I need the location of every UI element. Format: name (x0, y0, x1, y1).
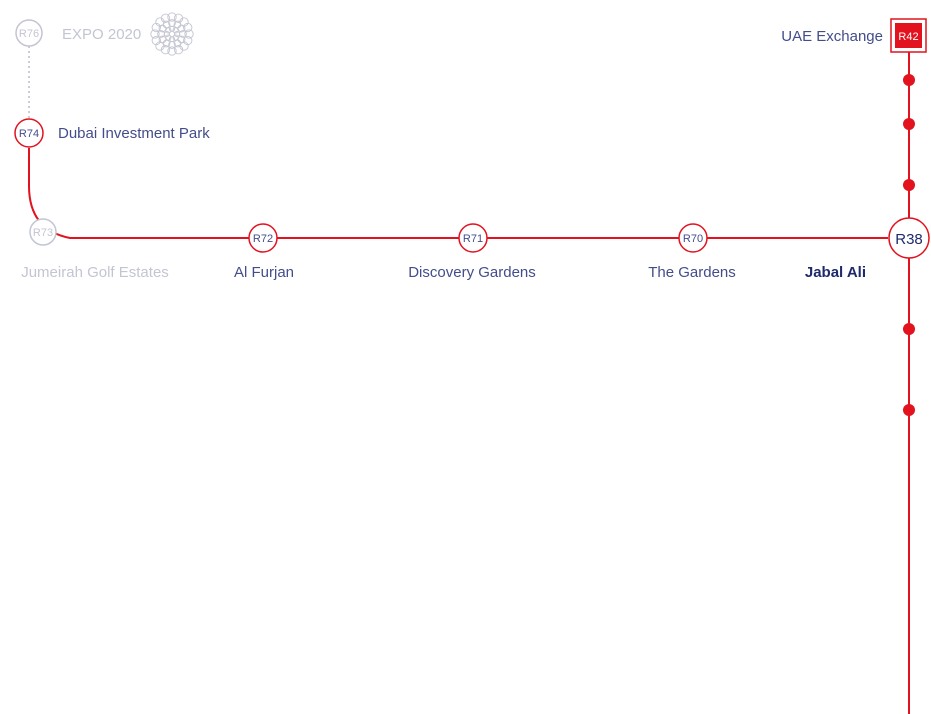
station-dot[interactable] (903, 404, 915, 416)
station-code: R71 (463, 233, 483, 245)
station-dot[interactable] (903, 179, 915, 191)
station-code: R73 (33, 227, 53, 239)
route-line-horizontal (28, 148, 888, 239)
station-code: R42 (898, 31, 918, 43)
station-name-dubai-investment-park: Dubai Investment Park (58, 125, 210, 142)
station-r74[interactable]: R74 (14, 118, 44, 148)
station-name-expo-2020: EXPO 2020 (62, 26, 141, 43)
station-code: R72 (253, 233, 273, 245)
expo-2020-logo-icon (150, 12, 194, 56)
station-name-discovery-gardens: Discovery Gardens (408, 264, 536, 281)
station-r73[interactable]: R73 (29, 218, 57, 246)
station-name-al-furjan: Al Furjan (234, 264, 294, 281)
station-name-jumeirah-golf-estates: Jumeirah Golf Estates (21, 264, 169, 281)
station-r42-terminal[interactable]: R42 (890, 18, 927, 53)
station-dot[interactable] (903, 323, 915, 335)
station-r72[interactable]: R72 (248, 223, 278, 253)
station-r71[interactable]: R71 (458, 223, 488, 253)
station-code: R74 (19, 128, 39, 140)
station-r38-interchange[interactable]: R38 (888, 217, 930, 259)
station-r76[interactable]: R76 (15, 19, 43, 47)
station-name-jabal-ali: Jabal Ali (805, 264, 866, 281)
station-r70[interactable]: R70 (678, 223, 708, 253)
station-code: R76 (19, 28, 39, 40)
station-code: R38 (895, 231, 923, 248)
station-dot[interactable] (903, 74, 915, 86)
station-name-uae-exchange: UAE Exchange (781, 28, 883, 45)
station-code: R70 (683, 233, 703, 245)
station-name-the-gardens: The Gardens (648, 264, 736, 281)
station-dot[interactable] (903, 118, 915, 130)
